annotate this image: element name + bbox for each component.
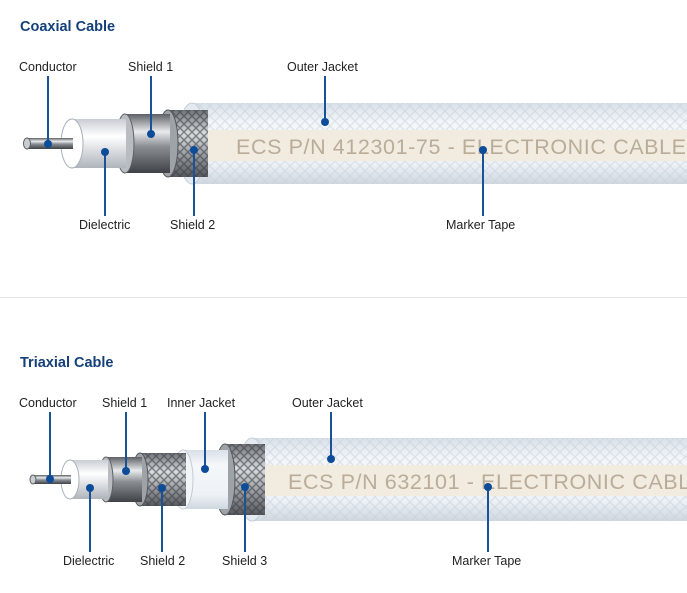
coaxial-conductor-dot	[44, 140, 52, 148]
triaxial-dielectric	[60, 459, 108, 500]
triaxial-label-shield1: Shield 1	[102, 396, 148, 410]
triaxial-inner-jacket-dot	[201, 465, 209, 473]
triaxial-label-marker-tape: Marker Tape	[452, 554, 522, 568]
triaxial-label-outer-jacket: Outer Jacket	[292, 396, 363, 410]
triaxial-cable-illustration: ECS P/N 632101 - ELECTRONIC CABLE	[29, 412, 687, 552]
coaxial-marker-tape-dot	[479, 146, 487, 154]
coaxial-outer-jacket-dot	[321, 118, 329, 126]
coaxial-dielectric-dot	[101, 148, 109, 156]
coaxial-marker-tape: ECS P/N 412301-75 - ELECTRONIC CABLE	[205, 130, 687, 161]
coaxial-shield1-dot	[147, 130, 155, 138]
triaxial-outer-jacket-dot	[327, 455, 335, 463]
triaxial-shield2-dot	[158, 484, 166, 492]
coaxial-marker-text: ECS P/N 412301-75 - ELECTRONIC CABLE	[236, 135, 687, 159]
coaxial-cable-illustration: ECS P/N 412301-75 - ELECTRONIC CABLE	[23, 76, 687, 216]
triaxial-shield1-dot	[122, 467, 130, 475]
triaxial-dielectric-dot	[86, 484, 94, 492]
triaxial-title: Triaxial Cable	[20, 355, 114, 371]
triaxial-label-dielectric: Dielectric	[63, 554, 115, 568]
section-divider	[0, 297, 687, 298]
triaxial-label-conductor: Conductor	[19, 396, 77, 410]
triaxial-shield1-foil	[98, 456, 142, 503]
coaxial-label-shield1: Shield 1	[128, 60, 174, 74]
triaxial-marker-tape: ECS P/N 632101 - ELECTRONIC CABLE	[265, 465, 687, 496]
triaxial-label-shield3: Shield 3	[222, 554, 268, 568]
coaxial-label-conductor: Conductor	[19, 60, 77, 74]
triaxial-marker-tape-dot	[484, 483, 492, 491]
coaxial-label-marker-tape: Marker Tape	[446, 218, 516, 232]
coaxial-title: Coaxial Cable	[20, 19, 116, 35]
coaxial-label-shield2: Shield 2	[170, 218, 216, 232]
triaxial-label-inner-jacket: Inner Jacket	[167, 396, 236, 410]
coaxial-label-dielectric: Dielectric	[79, 218, 131, 232]
coaxial-label-outer-jacket: Outer Jacket	[287, 60, 358, 74]
coaxial-shield2-dot	[190, 146, 198, 154]
triaxial-conductor-dot	[46, 475, 54, 483]
triaxial-label-shield2: Shield 2	[140, 554, 186, 568]
coaxial-shield2-braid	[157, 109, 208, 178]
triaxial-shield3-dot	[241, 483, 249, 491]
